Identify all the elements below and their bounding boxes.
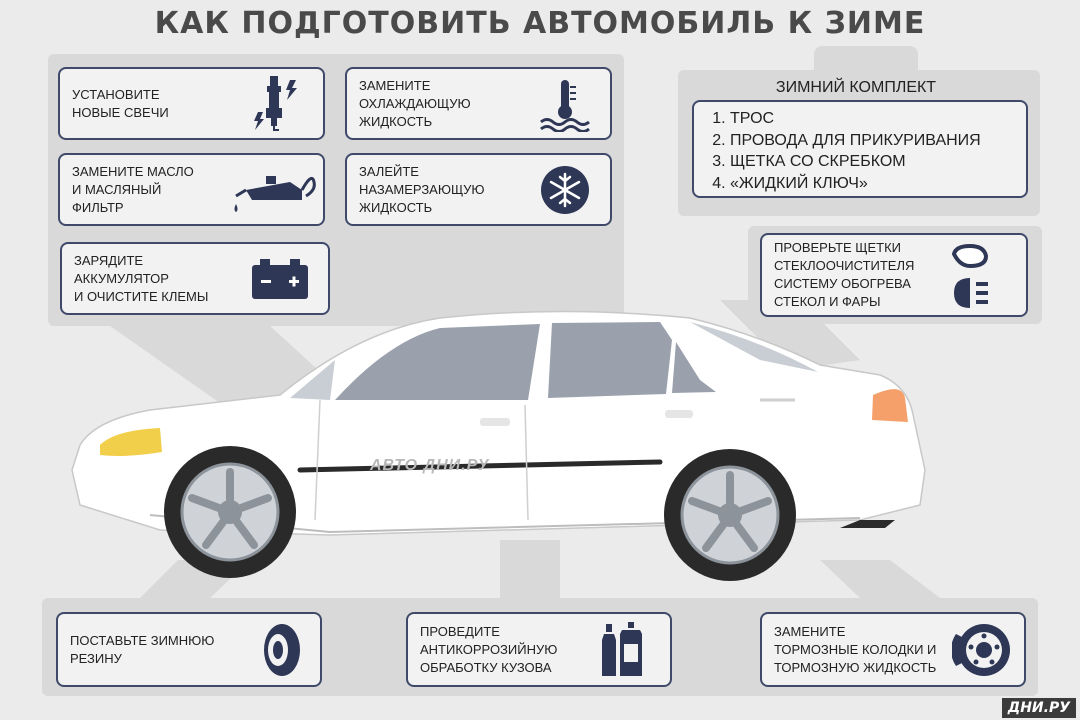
- tip-card-wipers: ПРОВЕРЬТЕ ЩЕТКИ СТЕКЛООЧИСТИТЕЛЯ СИСТЕМУ…: [760, 233, 1028, 317]
- tip-card-battery: ЗАРЯДИТЕ АККУМУЛЯТОР И ОЧИСТИТЕ КЛЕМЫ: [60, 242, 330, 315]
- tip-text: ПРОВЕРЬТЕ ЩЕТКИ СТЕКЛООЧИСТИТЕЛЯ СИСТЕМУ…: [774, 240, 915, 309]
- side-mirror-icon: [951, 244, 989, 269]
- list-item: ЩЕТКА СО СКРЕБКОМ: [730, 151, 1026, 173]
- tip-text: ЗАМЕНИТЕ МАСЛО И МАСЛЯНЫЙ ФИЛЬТР: [72, 163, 194, 215]
- tire-icon: [264, 623, 300, 676]
- spark-plug-icon: [254, 75, 297, 131]
- bottles-icon: [602, 621, 642, 676]
- tip-text: ПРОВЕДИТЕ АНТИКОРРОЗИЙНУЮ ОБРАБОТКУ КУЗО…: [420, 623, 558, 675]
- tip-card-oil: ЗАМЕНИТЕ МАСЛО И МАСЛЯНЫЙ ФИЛЬТР: [58, 153, 325, 226]
- tip-text: ЗАЛЕЙТЕ НАЗАМЕРЗАЮЩУЮ ЖИДКОСТЬ: [359, 163, 485, 215]
- tip-card-brakes: ЗАМЕНИТЕ ТОРМОЗНЫЕ КОЛОДКИ И ТОРМОЗНУЮ Ж…: [760, 612, 1026, 687]
- tip-text: ЗАМЕНИТЕ ОХЛАЖДАЮЩУЮ ЖИДКОСТЬ: [359, 77, 471, 129]
- tip-card-anticorrosion: ПРОВЕДИТЕ АНТИКОРРОЗИЙНУЮ ОБРАБОТКУ КУЗО…: [406, 612, 672, 687]
- page-title: КАК ПОДГОТОВИТЬ АВТОМОБИЛЬ К ЗИМЕ: [154, 6, 926, 41]
- battery-icon: [252, 258, 308, 299]
- winter-kit-list: ТРОС ПРОВОДА ДЛЯ ПРИКУРИВАНИЯ ЩЕТКА СО С…: [692, 100, 1028, 198]
- oil-can-icon: [234, 175, 316, 212]
- winter-kit-handle: [814, 46, 918, 72]
- headlight-icon: [954, 278, 988, 308]
- list-item: «ЖИДКИЙ КЛЮЧ»: [730, 173, 1026, 195]
- tip-text: ЗАРЯДИТЕ АККУМУЛЯТОР И ОЧИСТИТЕ КЛЕМЫ: [74, 252, 209, 304]
- site-logo: ДНИ.РУ: [1001, 698, 1076, 718]
- brake-disc-icon: [952, 623, 1010, 676]
- tip-card-spark-plugs: УСТАНОВИТЕ НОВЫЕ СВЕЧИ: [58, 67, 325, 140]
- tip-card-tires: ПОСТАВЬТЕ ЗИМНЮЮ РЕЗИНУ: [56, 612, 322, 687]
- winter-kit-title: ЗИМНИЙ КОМПЛЕКТ: [775, 79, 937, 96]
- snowflake-icon: [541, 165, 589, 214]
- tip-card-coolant: ЗАМЕНИТЕ ОХЛАЖДАЮЩУЮ ЖИДКОСТЬ: [345, 67, 612, 140]
- list-item: ПРОВОДА ДЛЯ ПРИКУРИВАНИЯ: [730, 130, 1026, 152]
- watermark: АВТО ДНИ.РУ: [370, 457, 490, 474]
- coolant-thermometer-icon: [540, 79, 590, 132]
- tip-text: ПОСТАВЬТЕ ЗИМНЮЮ РЕЗИНУ: [70, 632, 215, 666]
- tip-text: УСТАНОВИТЕ НОВЫЕ СВЕЧИ: [72, 86, 169, 120]
- tip-card-antifreeze: ЗАЛЕЙТЕ НАЗАМЕРЗАЮЩУЮ ЖИДКОСТЬ: [345, 153, 612, 226]
- list-item: ТРОС: [730, 108, 1026, 130]
- tip-text: ЗАМЕНИТЕ ТОРМОЗНЫЕ КОЛОДКИ И ТОРМОЗНУЮ Ж…: [774, 623, 937, 675]
